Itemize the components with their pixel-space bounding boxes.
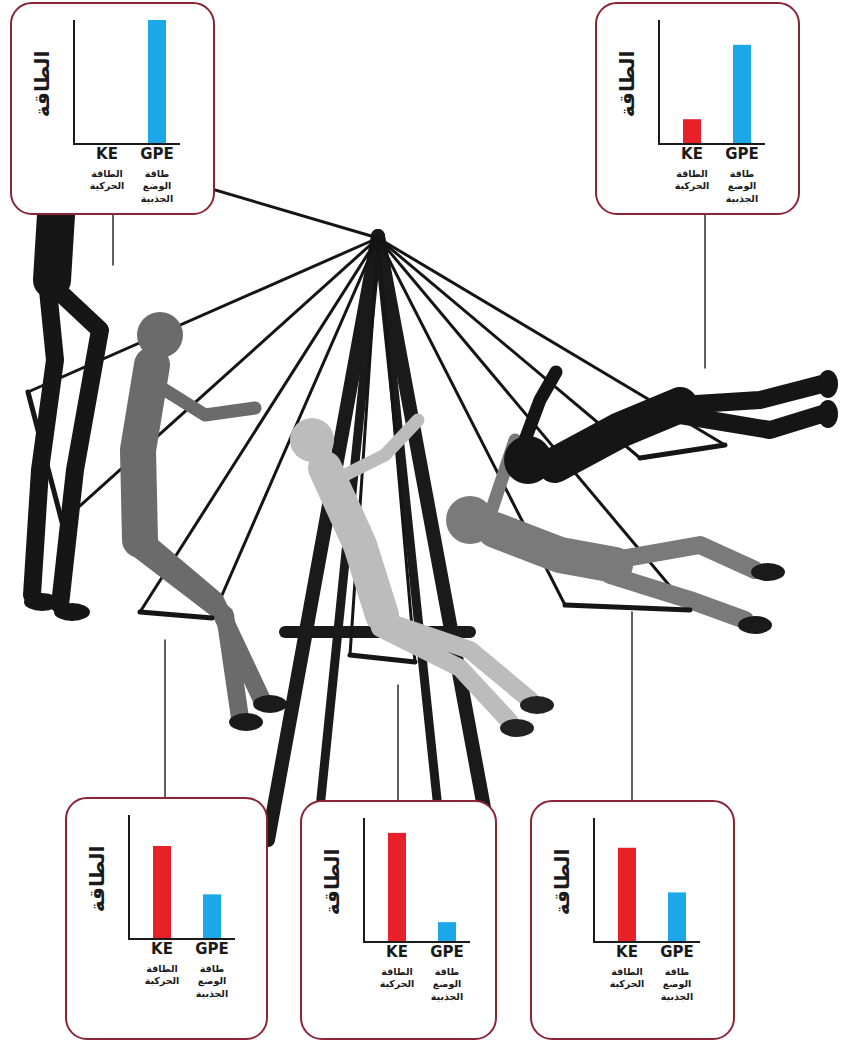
chart-axes xyxy=(129,815,235,939)
bar-caption: طاقة الوضع الجذبية xyxy=(424,966,470,1003)
gpe-bar xyxy=(203,894,221,939)
bar-caption: طاقة الوضع الجذبية xyxy=(189,963,235,1000)
leader-line xyxy=(113,207,705,800)
axis-label: الطاقة xyxy=(30,51,54,118)
bar-label: GPE xyxy=(725,146,759,163)
chart-axes xyxy=(594,818,700,942)
chart-axes xyxy=(74,20,180,144)
ke-bar xyxy=(618,848,636,942)
axis-label: الطاقة xyxy=(550,849,574,916)
child-silhouette xyxy=(325,420,530,722)
bar-caption: طاقة الوضع الجذبية xyxy=(134,168,180,205)
bar-label: GPE xyxy=(140,146,174,163)
child-silhouette xyxy=(138,365,262,718)
child-silhouette xyxy=(525,372,822,465)
swing-ropes xyxy=(28,182,725,662)
axis-label: الطاقة xyxy=(615,51,639,118)
energy-chart-box: الطاقة KE GPE الطاقة الحركيةطاقة الوضع الجذ… xyxy=(300,800,497,1040)
bar-label: KE xyxy=(616,944,638,961)
bar-label: KE xyxy=(386,944,408,961)
chart-axes xyxy=(364,818,470,942)
bar-label: KE xyxy=(681,146,703,163)
bar-caption: الطاقة الحركية xyxy=(604,966,650,991)
gpe-bar xyxy=(668,892,686,942)
energy-chart-box: الطاقة KE GPE الطاقة الحركيةطاقة الوضع الجذ… xyxy=(595,2,800,215)
bar-caption: الطاقة الحركية xyxy=(139,963,185,988)
bar-caption: الطاقة الحركية xyxy=(669,168,715,193)
bar-label: KE xyxy=(96,146,118,163)
bar-label: KE xyxy=(151,941,173,958)
energy-chart-box: الطاقة KE GPE الطاقة الحركيةطاقة الوضع الجذ… xyxy=(10,2,215,215)
bar-label: GPE xyxy=(195,941,229,958)
ke-bar xyxy=(153,846,171,939)
bar-caption: الطاقة الحركية xyxy=(374,966,420,991)
bar-caption: الطاقة الحركية xyxy=(84,168,130,193)
bar-caption: طاقة الوضع الجذبية xyxy=(654,966,700,1003)
ke-bar xyxy=(388,833,406,942)
bar-label: GPE xyxy=(660,944,694,961)
axis-label: الطاقة xyxy=(320,849,344,916)
bar-caption: طاقة الوضع الجذبية xyxy=(719,168,765,205)
gpe-bar xyxy=(438,922,456,942)
gpe-bar xyxy=(733,45,751,144)
energy-chart-box: الطاقة KE GPE الطاقة الحركيةطاقة الوضع الجذ… xyxy=(530,800,735,1040)
chart-axes xyxy=(659,20,765,144)
axis-label: الطاقة xyxy=(85,846,109,913)
bar-label: GPE xyxy=(430,944,464,961)
ke-bar xyxy=(683,119,701,144)
gpe-bar xyxy=(148,20,166,144)
energy-chart-box: الطاقة KE GPE الطاقة الحركيةطاقة الوضع الجذ… xyxy=(65,797,268,1040)
